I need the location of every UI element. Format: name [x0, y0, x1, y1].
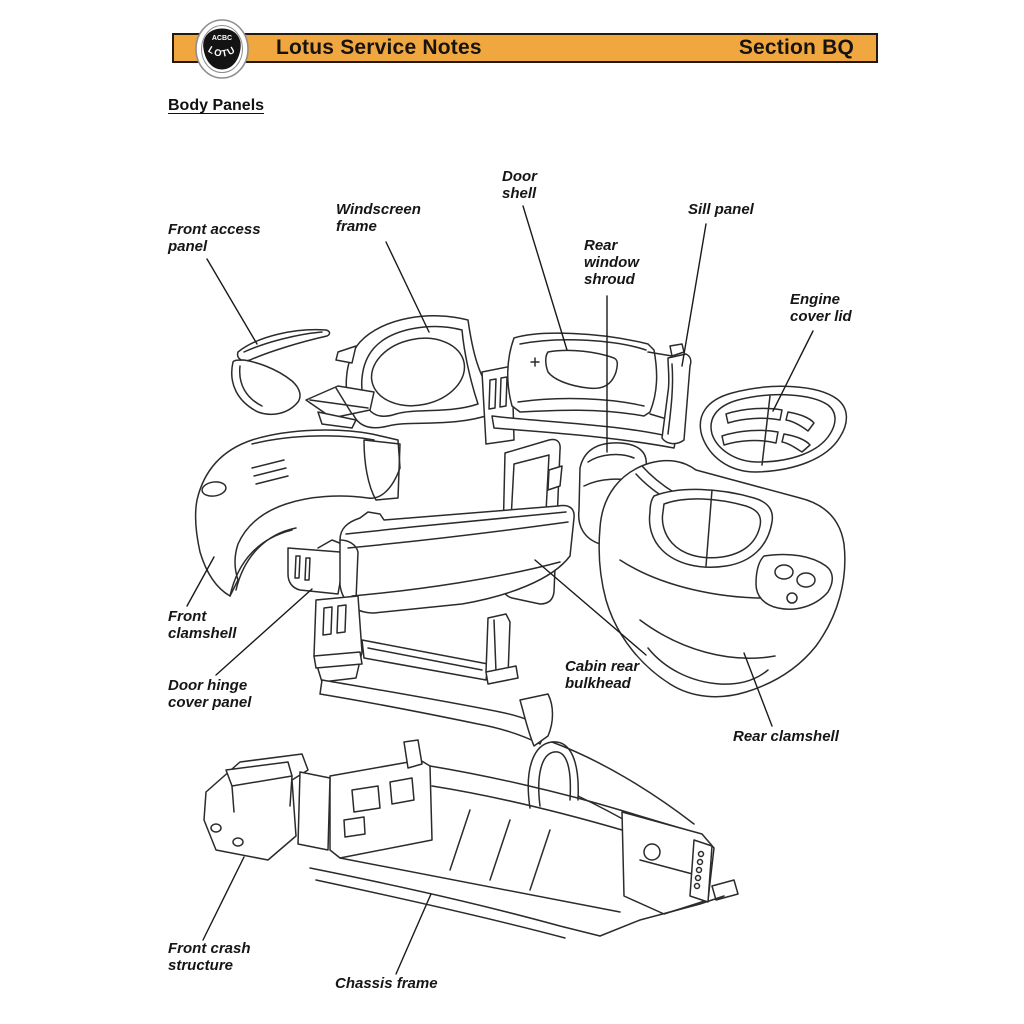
leader-chassis-frame — [395, 893, 432, 975]
label-windscreen-frame: Windscreen frame — [336, 201, 421, 235]
leader-front-access-panel — [206, 258, 258, 345]
door-drawing — [339, 504, 575, 614]
label-rear-clamshell: Rear clamshell — [733, 728, 839, 745]
engine-cover-lid-drawing — [699, 385, 848, 473]
leader-cabin-rear-bulkhead — [534, 559, 647, 656]
manual-title: Lotus Service Notes — [276, 36, 482, 59]
label-cabin-rear-bulkhead: Cabin rear bulkhead — [565, 658, 640, 692]
door-shell-drawing — [481, 332, 677, 449]
label-front-clamshell: Front clamshell — [168, 608, 237, 642]
header-banner: Lotus Service Notes Section BQ — [172, 33, 878, 63]
label-door-hinge-cover-panel: Door hinge cover panel — [168, 677, 252, 711]
leader-sill-panel — [681, 223, 707, 367]
label-door-shell: Door shell — [502, 168, 537, 202]
page-title: Body Panels — [168, 97, 265, 114]
front-access-panel-drawing — [231, 328, 331, 415]
label-sill-panel: Sill panel — [688, 201, 754, 218]
label-rear-window-shroud: Rear window shroud — [584, 237, 639, 288]
label-front-access-panel: Front access panel — [168, 221, 261, 255]
leader-engine-cover-lid — [772, 330, 814, 412]
leader-rear-clamshell — [743, 652, 773, 727]
sill-assembly-drawing — [313, 595, 554, 747]
scuttle-plate-drawing — [305, 385, 375, 429]
door-hinge-cover-panel-drawing — [287, 539, 345, 595]
label-chassis-frame: Chassis frame — [335, 975, 438, 992]
rear-clamshell-drawing — [598, 459, 846, 698]
leader-front-clamshell — [186, 556, 215, 607]
chassis-frame-drawing — [309, 739, 739, 939]
sill-panel-drawing — [661, 343, 692, 445]
label-engine-cover-lid: Engine cover lid — [790, 291, 852, 325]
logo-monogram: ACBC — [212, 35, 232, 42]
section-title: Section BQ — [738, 36, 854, 59]
label-front-crash-structure: Front crash structure — [168, 940, 251, 974]
leader-windscreen-frame — [385, 241, 430, 333]
leader-door-hinge-cover-panel — [215, 588, 313, 676]
leader-front-crash-structure — [202, 856, 245, 941]
front-clamshell-drawing — [194, 429, 401, 597]
lotus-logo-icon: ACBC LOTUS — [194, 18, 249, 79]
front-crash-structure-drawing — [203, 753, 331, 861]
leader-door-shell — [522, 205, 568, 351]
